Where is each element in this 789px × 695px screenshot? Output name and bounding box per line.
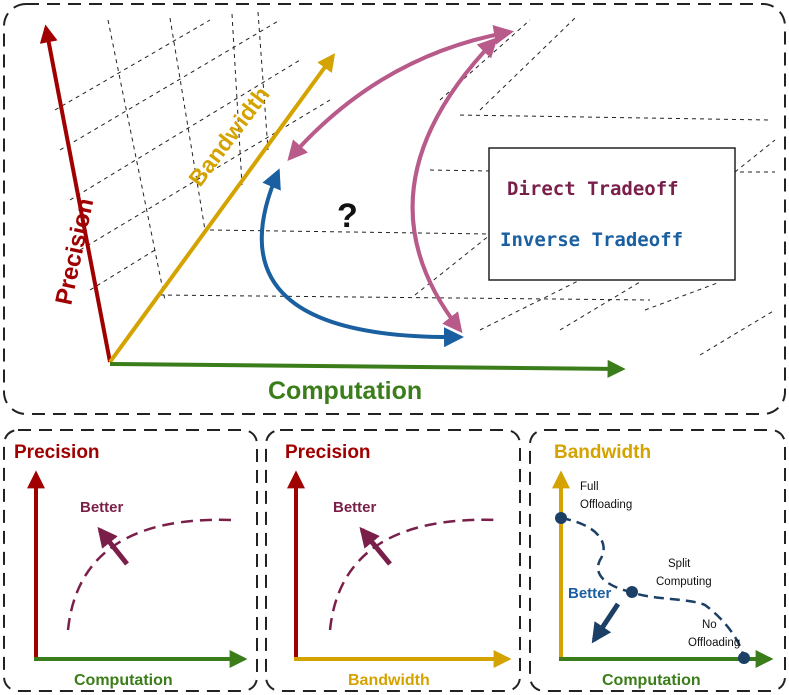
full-offloading-point xyxy=(555,512,567,524)
panel2-better-label: Better xyxy=(333,499,377,516)
no-offloading-label-2: Offloading xyxy=(688,637,740,649)
legend-inverse-tradeoff: Inverse Tradeoff xyxy=(500,229,683,251)
panel1-xlabel: Computation xyxy=(74,672,173,689)
panel3-title: Bandwidth xyxy=(554,442,651,463)
panel3-better-arrow xyxy=(591,602,621,644)
panel2-title: Precision xyxy=(285,442,371,463)
full-offloading-label-2: Offloading xyxy=(580,499,632,511)
precision-axis-label: Precision xyxy=(50,196,99,307)
direct-tradeoff-arc-right xyxy=(410,37,498,334)
no-offloading-point xyxy=(738,652,750,664)
direct-tradeoff-arc-upper xyxy=(287,24,514,162)
panel1-better-label: Better xyxy=(80,499,124,516)
precision-axis xyxy=(39,24,112,363)
panel-precision-computation-frame xyxy=(3,429,258,692)
inverse-tradeoff-arc xyxy=(259,168,464,348)
split-computing-point xyxy=(626,586,638,598)
no-offloading-label-1: No xyxy=(702,619,717,631)
panel3-better-label: Better xyxy=(568,585,612,602)
panel2-frontier-curve xyxy=(328,518,498,631)
bandwidth-axis xyxy=(108,53,336,364)
panel1-title: Precision xyxy=(14,442,100,463)
computation-axis xyxy=(109,359,626,378)
computation-axis-label: Computation xyxy=(268,377,422,405)
split-computing-label-1: Split xyxy=(668,558,691,570)
legend-direct-tradeoff: Direct Tradeoff xyxy=(507,178,679,200)
main-panel-frame xyxy=(3,3,786,415)
panel2-better-arrow xyxy=(359,526,392,566)
question-mark: ? xyxy=(337,197,358,235)
bandwidth-axis-label: Bandwidth xyxy=(183,81,275,191)
split-computing-label-2: Computing xyxy=(656,576,712,588)
panel2-xlabel: Bandwidth xyxy=(348,672,430,689)
legend-box xyxy=(488,147,736,281)
panel3-xlabel: Computation xyxy=(602,672,701,689)
panel1-better-arrow xyxy=(97,526,129,566)
full-offloading-label-1: Full xyxy=(580,481,599,493)
panel-bandwidth-computation-frame xyxy=(529,429,786,692)
panel-precision-bandwidth-frame xyxy=(265,429,521,692)
panel1-frontier-curve xyxy=(66,518,233,631)
